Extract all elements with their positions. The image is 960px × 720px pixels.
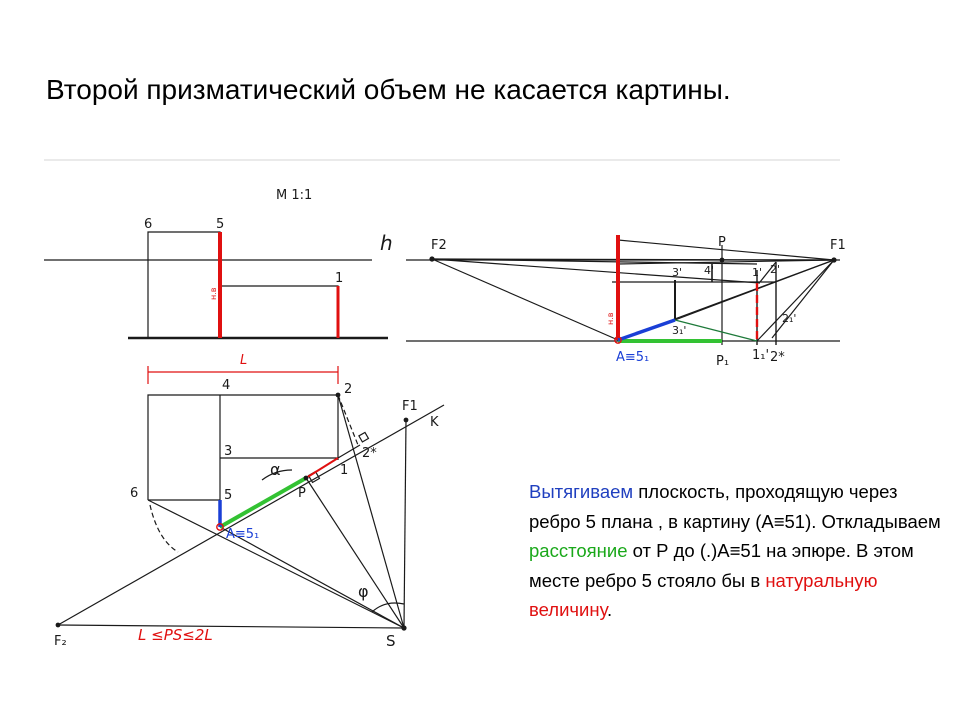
label-2star: 2*	[362, 446, 377, 461]
line-6-s	[147, 499, 405, 629]
line-2star-1	[337, 444, 361, 459]
label-5: 5	[224, 488, 232, 503]
label-1p: 1'	[752, 266, 762, 279]
slide-title: Второй призматический объем не касается …	[46, 74, 731, 105]
persp-line	[759, 261, 777, 283]
label-alpha: α	[270, 460, 281, 479]
label-6: 6	[130, 486, 138, 501]
point-f1-top	[831, 257, 837, 263]
line-2-s	[337, 394, 405, 629]
label-a-plan: A≡5₁	[226, 527, 259, 542]
label-a-top: A≡5₁	[616, 350, 649, 365]
label-scale: М 1:1	[276, 188, 312, 203]
label-2star-bottom: 2*	[770, 350, 785, 365]
text-highlight-blue: Вытягиваем	[529, 481, 634, 502]
front-view-low-box	[220, 285, 339, 338]
label-k: K	[430, 415, 439, 430]
label-s: S	[386, 632, 396, 650]
line-2-2star	[337, 394, 359, 446]
label-3p: 3'	[672, 266, 682, 279]
text-highlight-red: натуральную величину	[529, 569, 878, 621]
arc-alpha	[261, 469, 293, 481]
label-4p: 4'	[704, 264, 714, 277]
label-4: 4	[222, 378, 230, 393]
green-distance-plan	[219, 476, 307, 529]
point-f2-plan	[55, 622, 61, 628]
label-formula: L ≤PS≤2L	[138, 626, 213, 644]
line-a-s	[219, 526, 405, 629]
label-p-plan: P	[298, 486, 306, 501]
label-1: 1	[340, 463, 348, 478]
persp-line	[756, 259, 835, 342]
label-1-front: 1	[335, 271, 343, 286]
point-2-plan	[335, 392, 341, 398]
persp-line	[674, 259, 835, 321]
point-f2-top	[429, 256, 435, 262]
persp-line	[617, 259, 835, 265]
label-1-1p: 1₁'	[752, 348, 769, 363]
arc-6-to-plane	[149, 504, 179, 553]
front-view-tall-box	[147, 231, 221, 338]
label-2p: 2'	[770, 263, 780, 276]
persp-line	[617, 239, 835, 261]
label-6-front: 6	[144, 217, 152, 232]
label-3-1p: 3₁'	[672, 324, 686, 337]
point-p-top	[719, 257, 725, 263]
persp-line	[431, 258, 761, 284]
point-a-plan	[216, 523, 224, 531]
arc-phi	[371, 602, 405, 613]
label-h: h	[380, 231, 393, 255]
picture-plane-line	[57, 404, 445, 626]
persp-line	[431, 258, 758, 265]
edge-3p-1p	[674, 319, 758, 342]
text-plain: плоскость, проходящую через ребро 5 план…	[529, 481, 941, 532]
point-f1-plan	[403, 417, 409, 423]
label-f1-top: F1	[830, 238, 846, 253]
persp-line	[431, 258, 835, 261]
label-phi: φ	[358, 582, 369, 601]
explanation-text: Вытягиваем плоскость, проходящую через р…	[529, 477, 949, 625]
label-ts-right: н.в	[606, 312, 615, 325]
label-p1: P₁	[716, 354, 729, 369]
label-f2-top: F2	[431, 238, 447, 253]
point-s	[401, 625, 407, 631]
label-p-top: P	[718, 235, 726, 250]
label-2-1p: 2₁'	[782, 312, 796, 325]
label-f2-plan: F₂	[54, 634, 67, 649]
red-segment-plan	[305, 457, 339, 479]
line-f1-s	[403, 419, 407, 629]
label-L: L	[240, 353, 247, 368]
right-angle-mark-2	[358, 431, 370, 443]
text-plain: .	[607, 599, 613, 620]
text-plain: от Р до (.)А≡51 на эпюре. В этом месте р…	[529, 540, 914, 591]
point-a-top	[614, 336, 622, 344]
plan-outline	[147, 394, 339, 500]
text-highlight-green: расстояние	[529, 540, 628, 561]
persp-line	[771, 259, 835, 339]
label-2: 2	[344, 382, 352, 397]
label-5-front: 5	[216, 217, 224, 232]
persp-line	[431, 258, 619, 341]
blue-edge-persp	[617, 318, 676, 342]
label-f1-plan: F1	[402, 399, 418, 414]
label-ts-left: н.в	[209, 287, 218, 300]
point-p-plan	[303, 475, 309, 481]
label-3: 3	[224, 444, 232, 459]
line-p-s	[305, 477, 405, 629]
line-f2-s	[57, 624, 405, 629]
